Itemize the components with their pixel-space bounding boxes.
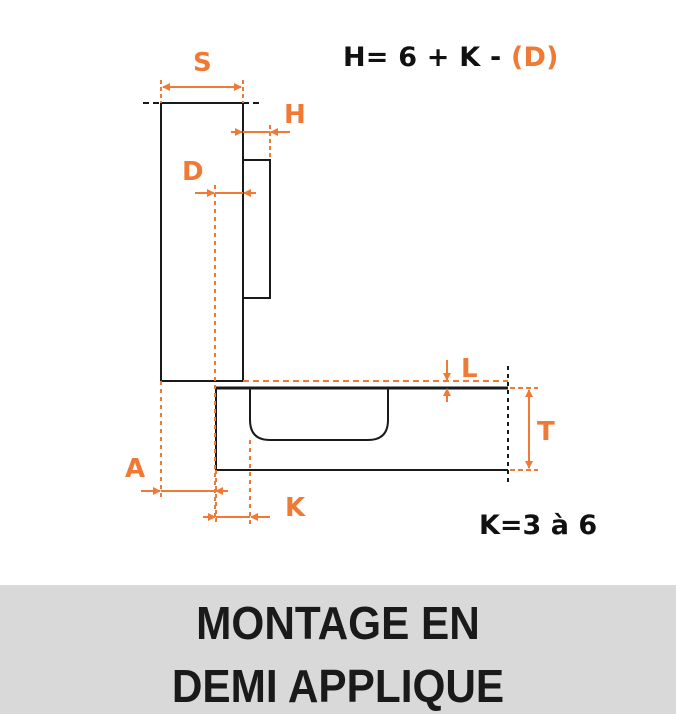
label-d: D	[182, 157, 204, 187]
door-panel	[160, 102, 244, 382]
dimension-h	[231, 125, 290, 160]
label-s: S	[193, 48, 212, 78]
hinge-plate	[242, 159, 271, 299]
diagram-drawing	[141, 80, 538, 524]
dimension-s	[160, 80, 244, 103]
label-t: T	[537, 417, 555, 447]
title-line-2: DEMI APPLIQUE	[171, 660, 505, 712]
label-a: A	[125, 454, 146, 484]
hinge-mounting-diagram: H= 6 + K - (D) S H D L T A K K=3 à 6	[125, 42, 598, 541]
dimension-t	[510, 387, 538, 471]
label-h: H	[284, 100, 306, 130]
title-line-1: MONTAGE EN	[196, 597, 480, 649]
title-banner: MONTAGE EN DEMI APPLIQUE	[0, 585, 676, 714]
formula-highlight: (D)	[510, 42, 559, 73]
dimension-d	[195, 185, 256, 520]
cabinet-side	[215, 386, 508, 471]
formula-text: H= 6 + K -	[343, 42, 511, 73]
label-l: L	[461, 354, 478, 384]
label-k: K	[285, 493, 306, 523]
k-range-note: K=3 à 6	[479, 510, 598, 541]
dimension-a	[141, 381, 228, 498]
hinge-formula: H= 6 + K - (D)	[343, 42, 559, 73]
dimension-k	[203, 440, 270, 524]
